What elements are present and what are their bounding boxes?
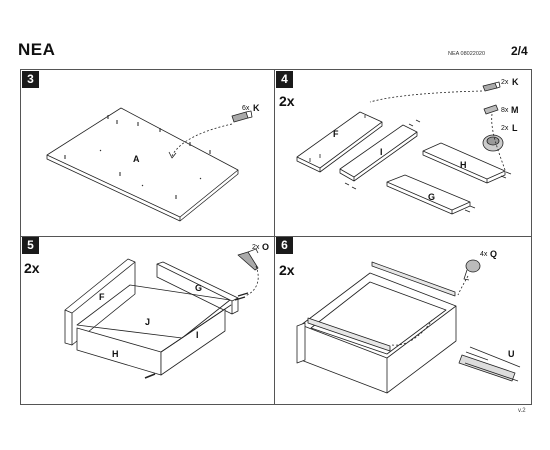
part-label-i: I — [380, 147, 383, 157]
part-label-a: A — [133, 154, 140, 164]
hardware-qty: 2x — [501, 125, 509, 132]
screw-q-icon — [463, 259, 481, 281]
version-label: v.2 — [518, 408, 526, 414]
brand-title: NEA — [18, 40, 56, 59]
hardware-code: K — [512, 77, 519, 87]
step-4-dashed-arrow — [491, 113, 506, 171]
page-number: 2/4 — [511, 44, 528, 58]
step-4-badge: 4 — [276, 71, 293, 88]
dowel-m-icon — [483, 104, 499, 115]
slide-rail-bottom — [307, 317, 391, 352]
step-6-illustration — [296, 259, 521, 394]
step-5-badge: 5 — [22, 237, 39, 254]
step-6-multiplier: 2x — [279, 262, 295, 278]
hardware-code: O — [262, 242, 269, 252]
step-5-illustration — [64, 248, 259, 379]
screw-o-icon — [237, 248, 259, 271]
part-label-u: U — [508, 349, 515, 359]
hardware-code: L — [512, 123, 518, 133]
panel-divider-vertical — [274, 70, 275, 404]
hardware-qty: 4x — [480, 251, 488, 258]
panel-g-drawing — [386, 174, 476, 215]
hardware-code: M — [511, 105, 519, 115]
step-6-badge: 6 — [276, 237, 293, 254]
rail-u-drawing — [458, 346, 521, 382]
screw-k-icon — [482, 81, 501, 92]
step-4-dashed-arrow — [369, 90, 483, 103]
part-label-f: F — [333, 129, 339, 139]
part-label-i: I — [196, 330, 199, 340]
panel-h-drawing — [422, 142, 512, 184]
step-5-dashed-arrow — [244, 265, 259, 297]
hardware-qty: 2x — [501, 79, 509, 86]
step-3-arrow-head — [168, 151, 177, 159]
panel-divider-horizontal — [21, 236, 531, 237]
part-label-h: H — [460, 160, 467, 170]
step-4-multiplier: 2x — [279, 93, 295, 109]
hardware-qty: 2x — [252, 244, 260, 251]
step-4-illustration — [296, 81, 512, 215]
part-label-f: F — [99, 292, 105, 302]
step-3-badge: 3 — [22, 71, 39, 88]
step-3-illustration — [46, 107, 253, 222]
part-label-g: G — [195, 283, 202, 293]
step-5-multiplier: 2x — [24, 260, 40, 276]
drawer-box-drawing — [64, 258, 239, 376]
panel-i-drawing — [339, 119, 421, 190]
leader-line-u — [465, 351, 489, 361]
panel-a-drawing — [46, 107, 239, 222]
document-reference: NEA 08022020 — [448, 51, 486, 57]
instruction-sheet — [20, 69, 532, 405]
step-6-dashed-arrow — [391, 319, 433, 346]
slide-rail-top — [371, 261, 456, 297]
hardware-code: K — [253, 103, 260, 113]
part-label-g: G — [428, 192, 435, 202]
step-6-dashed-arrow — [457, 275, 469, 296]
hardware-qty: 8x — [501, 107, 509, 114]
step-3-dashed-arrow — [171, 123, 233, 157]
hardware-code: Q — [490, 249, 497, 259]
drawer-drawing — [296, 272, 457, 394]
cam-lock-l-icon — [482, 134, 504, 152]
part-label-h: H — [112, 349, 119, 359]
hardware-qty: 6x — [242, 105, 250, 112]
part-label-j: J — [145, 317, 150, 327]
screw-k-icon — [231, 110, 253, 123]
panel-f-drawing — [296, 111, 383, 173]
